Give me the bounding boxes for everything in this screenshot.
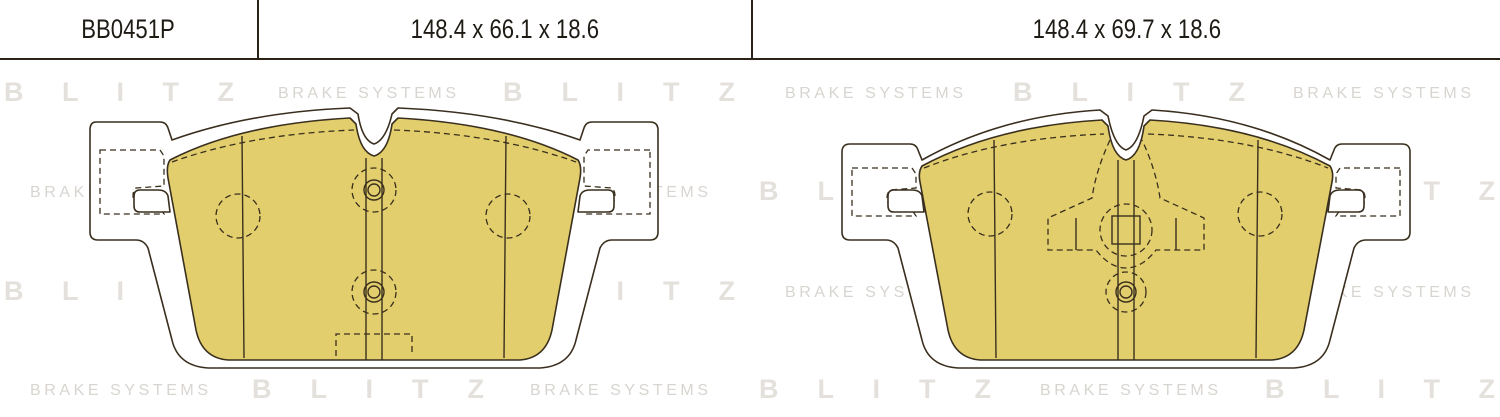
watermark-logo: B L I T Z [503, 77, 735, 107]
dimensions-left: 148.4 x 66.1 x 18.6 [410, 13, 600, 44]
watermark-logo: B L I T Z [759, 374, 991, 404]
friction-material-left [166, 117, 582, 361]
watermark-logo: B L I T Z [252, 374, 484, 404]
dimensions-right-cell: 148.4 x 69.7 x 18.6 [753, 0, 1500, 58]
watermark-logo: B L I T Z [1013, 77, 1245, 107]
friction-material-right [918, 119, 1334, 361]
dimensions-left-cell: 148.4 x 66.1 x 18.6 [259, 0, 753, 58]
brake-pad-left [89, 107, 659, 369]
watermark-logo: B L I T Z [4, 77, 234, 107]
watermark-logo: B L I T Z [1265, 374, 1495, 404]
dimensions-right: 148.4 x 69.7 x 18.6 [1032, 13, 1221, 44]
part-code: BB0451P [81, 13, 176, 44]
header-table: BB0451P 148.4 x 66.1 x 18.6 148.4 x 69.7… [0, 0, 1500, 60]
watermark-layer: B L I T Z BRAKE SYSTEMS B L I T Z BRAKE … [4, 77, 1495, 404]
brake-pad-right [841, 109, 1411, 369]
part-code-cell: BB0451P [0, 0, 259, 58]
